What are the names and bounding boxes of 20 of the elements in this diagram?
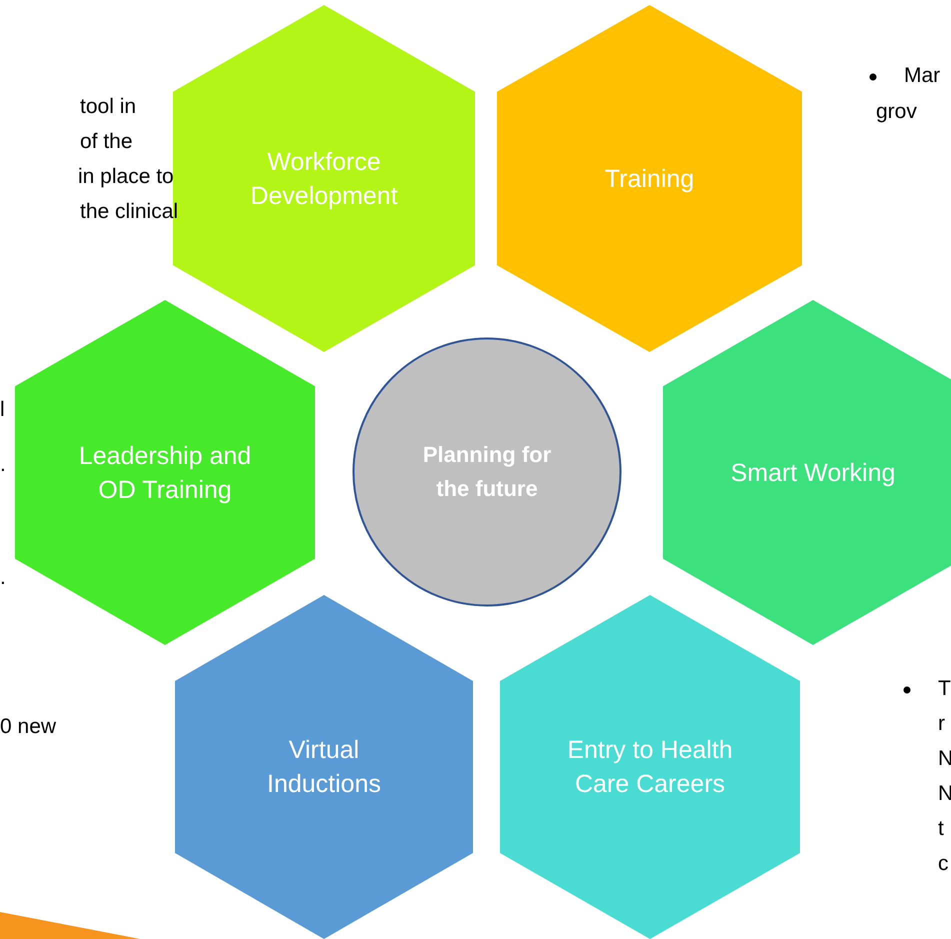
hexagon-label: Training <box>604 164 696 194</box>
text-fragment: 0 new <box>0 714 56 740</box>
hexagon-label: Workforce Development <box>249 146 399 212</box>
text-fragment: . <box>0 565 6 591</box>
hexagon-label: Smart Working <box>730 458 896 488</box>
center-title: Planning for the future <box>422 441 552 503</box>
text-fragment: c <box>938 851 948 877</box>
hexagon-label: Leadership and OD Training <box>78 440 252 506</box>
text-fragment: . <box>0 452 6 478</box>
hexagon-label: Virtual Inductions <box>266 735 382 800</box>
text-fragment: in place to <box>78 164 174 190</box>
text-fragment: Mar <box>904 63 940 89</box>
text-fragment: r <box>938 711 945 737</box>
text-fragment: T <box>938 676 951 702</box>
text-fragment: tool in <box>80 94 136 120</box>
hexagon-label: Entry to Health Care Careers <box>566 735 734 800</box>
text-fragment: t <box>938 816 944 842</box>
text-fragment: of the <box>80 129 133 155</box>
text-fragment: grov <box>876 99 917 125</box>
text-fragment: l <box>0 397 5 423</box>
